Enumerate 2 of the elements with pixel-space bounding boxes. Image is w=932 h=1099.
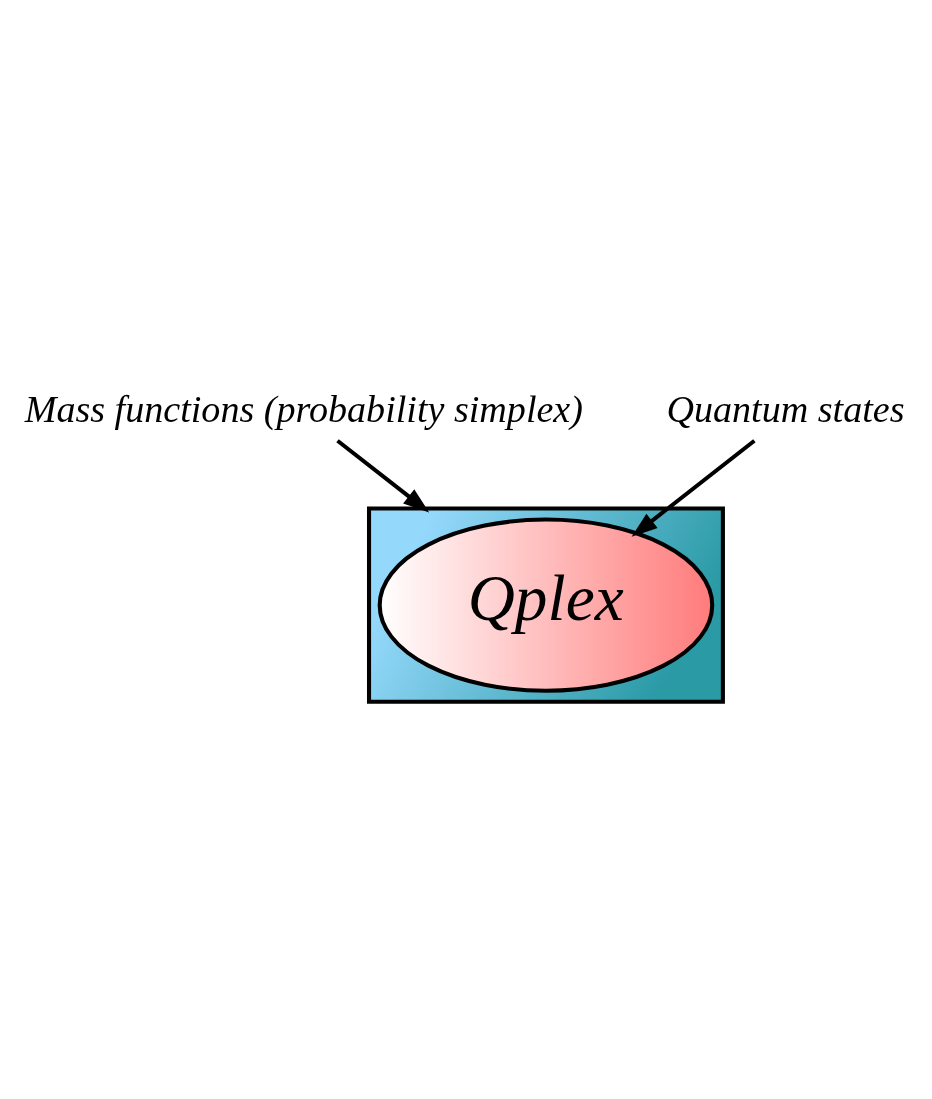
node-text: Quantum states <box>666 387 905 430</box>
node-text: Mass functions (probability simplex) <box>24 387 583 430</box>
